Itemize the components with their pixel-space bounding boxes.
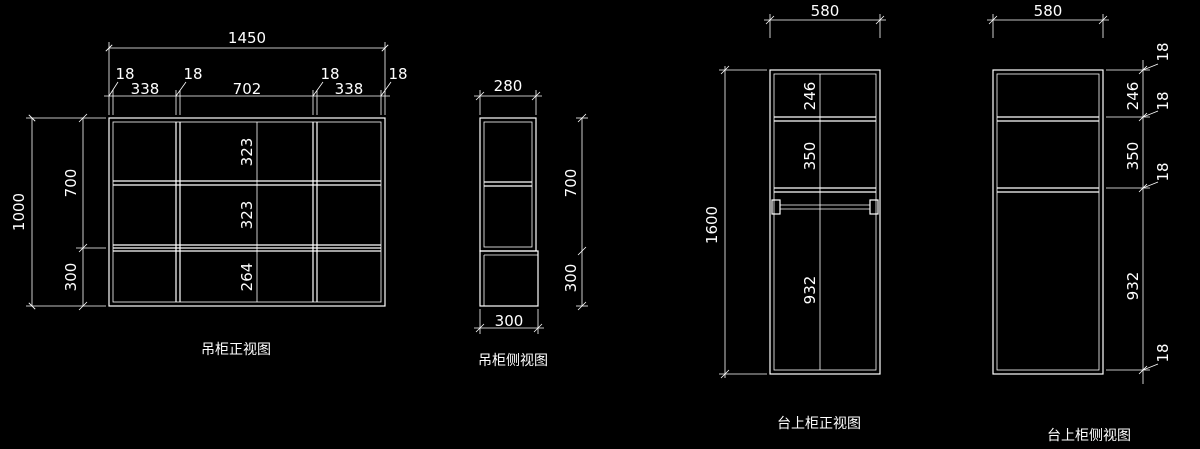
tall-side-section-1: 246 bbox=[1124, 82, 1142, 111]
hanging-rod bbox=[771, 199, 781, 215]
side-upper-height: 700 bbox=[562, 169, 580, 198]
hanging-front-caption: 吊柜正视图 bbox=[201, 342, 271, 358]
front-total-height: 1000 bbox=[10, 193, 28, 231]
front-inner-frame bbox=[112, 121, 382, 303]
tall-side-section-3: 932 bbox=[1124, 272, 1142, 301]
front-upper-height: 700 bbox=[62, 169, 80, 198]
tall-side-panel-18-b: 18 bbox=[1154, 91, 1172, 110]
tall-front-section-3: 932 bbox=[801, 276, 819, 305]
tall-front-section-1: 246 bbox=[801, 82, 819, 111]
front-panel-18-c: 18 bbox=[320, 65, 339, 83]
tall-side-panel-18-c: 18 bbox=[1154, 162, 1172, 181]
side-top-depth: 280 bbox=[494, 77, 523, 95]
front-bay-mid: 702 bbox=[233, 80, 262, 98]
tall-side-section-2: 350 bbox=[1124, 142, 1142, 171]
front-shelf-1: 323 bbox=[238, 138, 256, 167]
hanging-side-caption: 吊柜侧视图 bbox=[478, 353, 548, 369]
hanging-cabinet-front-view bbox=[108, 117, 386, 307]
tall-side-panel-18-d: 18 bbox=[1154, 343, 1172, 362]
tall-front-width: 580 bbox=[811, 2, 840, 20]
hanging-cabinet-side-view bbox=[479, 117, 539, 307]
front-panel-18-b: 18 bbox=[183, 65, 202, 83]
tall-side-width: 580 bbox=[1034, 2, 1063, 20]
front-shelf-3: 264 bbox=[238, 263, 256, 292]
front-overall-width: 1450 bbox=[228, 29, 266, 47]
tall-side-panel-18-a: 18 bbox=[1154, 42, 1172, 61]
front-bay-right: 338 bbox=[335, 80, 364, 98]
tall-cabinet-front-view bbox=[769, 69, 881, 375]
tall-front-height: 1600 bbox=[703, 206, 721, 244]
front-panel-18-a: 18 bbox=[115, 65, 134, 83]
front-shelf-2: 323 bbox=[238, 201, 256, 230]
front-outer-frame bbox=[108, 117, 386, 307]
front-lower-height: 300 bbox=[62, 263, 80, 292]
tall-cabinet-side-view bbox=[992, 69, 1104, 375]
tall-front-section-2: 350 bbox=[801, 142, 819, 171]
tall-side-caption: 台上柜侧视图 bbox=[1047, 428, 1131, 444]
side-lower-height: 300 bbox=[562, 264, 580, 293]
front-bay-left: 338 bbox=[131, 80, 160, 98]
side-bottom-depth: 300 bbox=[495, 312, 524, 330]
front-panel-18-d: 18 bbox=[388, 65, 407, 83]
tall-front-caption: 台上柜正视图 bbox=[777, 416, 861, 432]
